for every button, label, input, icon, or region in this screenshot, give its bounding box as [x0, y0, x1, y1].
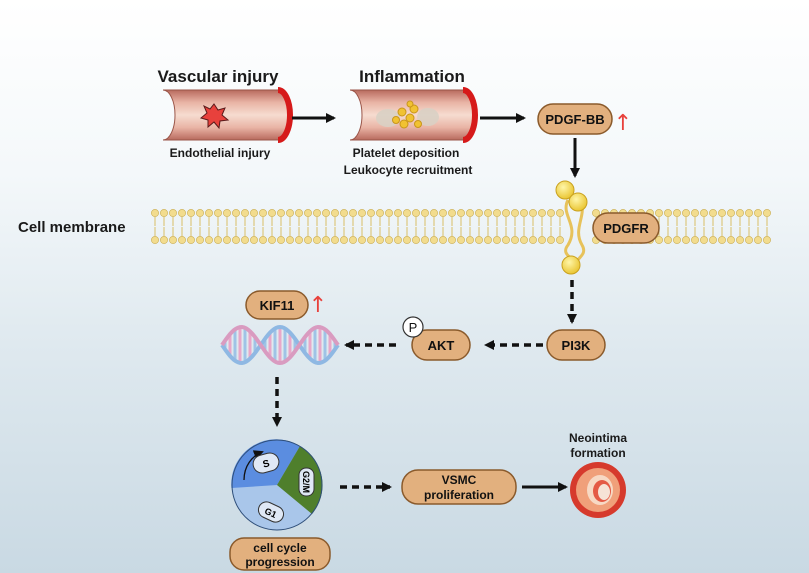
phospho-label: P	[409, 320, 418, 335]
neointima-label-line1: Neointima	[569, 431, 627, 445]
neointima-label-line2: formation	[570, 446, 625, 460]
injury-star-icon	[199, 103, 230, 130]
platelet-deposition-label: Platelet deposition	[353, 146, 460, 160]
s-phase-label: S	[262, 458, 272, 470]
receptor-ball-icon	[561, 255, 581, 275]
pdgf-bb-label: PDGF-BB	[545, 112, 604, 127]
cycle-direction-arrow	[243, 450, 264, 481]
vsmc-label-line2: proliferation	[424, 488, 494, 502]
phospho-badge: P	[402, 316, 424, 338]
dna-helix-icon	[220, 324, 340, 366]
inflamed-vessel	[349, 87, 478, 143]
ligand-ball-icon	[555, 180, 575, 200]
pi3k-node: PI3K	[546, 329, 606, 361]
leukocyte-recruitment-label: Leukocyte recruitment	[344, 163, 473, 177]
kif11-node: KIF11	[245, 290, 309, 320]
cell-cycle-wheel: S G2/M G1	[231, 439, 323, 531]
akt-label: AKT	[428, 338, 455, 353]
kif11-label: KIF11	[260, 298, 295, 313]
pi3k-label: PI3K	[562, 338, 592, 353]
cell-membrane-bilayer	[151, 209, 771, 244]
vascular-injury-title: Vascular injury	[158, 67, 279, 86]
injured-vessel	[162, 87, 293, 143]
inflammation-title: Inflammation	[359, 67, 465, 86]
endothelial-injury-label: Endothelial injury	[170, 146, 271, 160]
cell-cycle-label-line1: cell cycle	[253, 541, 307, 555]
kif11-up-arrow-icon: ↑	[309, 293, 327, 318]
cell-membrane-label: Cell membrane	[18, 219, 126, 236]
neointima-vessel-icon	[570, 462, 626, 518]
ligand-ball-icon	[568, 192, 588, 212]
pdgfr-label: PDGFR	[603, 221, 649, 236]
vsmc-label-line1: VSMC	[442, 473, 477, 487]
pdgfr-node: PDGFR	[592, 212, 660, 244]
cell-cycle-label-line2: progression	[245, 555, 314, 569]
g1-phase-label: G1	[263, 506, 278, 520]
pdgf-bb-up-arrow-icon: ↑	[614, 111, 632, 136]
pdgf-bb-node: PDGF-BB	[537, 103, 613, 135]
cell-cycle-progression-node: cell cycle progression	[229, 537, 331, 571]
platelet-cluster-icon	[376, 100, 439, 129]
pdgfr-receptor	[555, 180, 588, 275]
g2m-phase-label: G2/M	[301, 471, 311, 493]
vsmc-proliferation-node: VSMC proliferation	[401, 469, 517, 505]
akt-node: AKT	[411, 329, 471, 361]
